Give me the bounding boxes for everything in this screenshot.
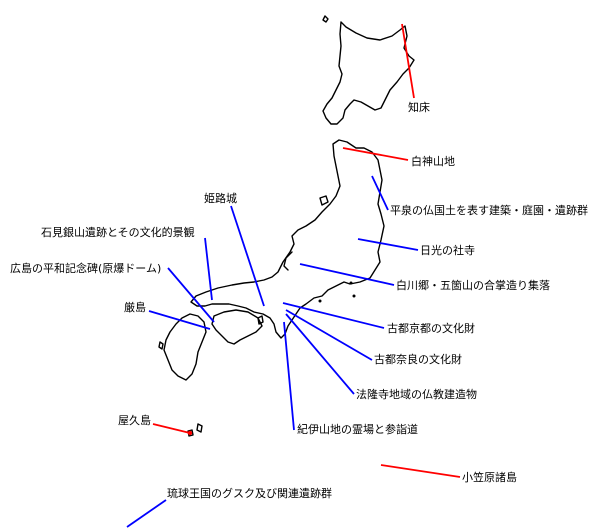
site-label-ryukyu: 琉球王国のグスク及び関連遺跡群 [167,486,332,500]
kyushu-coast [163,313,207,381]
site-label-hiraizumi: 平泉の仏国土を表す建築・庭園・遺跡群 [390,203,588,217]
site-label-shirakawago: 白川郷・五箇山の合掌造り集落 [396,278,550,292]
sado-island [319,195,329,206]
leader-line-kyoto [282,302,385,329]
leader-line-kii [283,321,295,431]
site-label-shirakami: 白神山地 [411,154,455,168]
leader-line-shiretoko [401,23,415,99]
tanegashima-island [196,423,203,433]
tsushima-island [158,341,164,350]
izu-islet-3 [318,299,322,303]
site-label-horyuji: 法隆寺地域の仏教建造物 [356,387,477,401]
leader-line-ryukyu [126,499,167,528]
site-label-kii: 紀伊山地の霊場と参詣道 [297,422,418,436]
leader-line-shirakawago [299,263,395,286]
site-label-iwami: 石見銀山遺跡とその文化的景観 [41,225,195,239]
leader-line-ogasawara [380,464,461,478]
site-label-shiretoko: 知床 [408,100,430,114]
site-label-itsukushima: 厳島 [124,300,146,314]
leader-line-nara [285,309,373,361]
awaji-island [257,315,264,325]
site-label-group: 知床白神山地平泉の仏国土を表す建築・庭園・遺跡群日光の社寺白川郷・五箇山の合掌造… [10,100,588,500]
site-label-ogasawara: 小笠原諸島 [462,470,517,484]
leader-line-hiraizumi [371,175,389,211]
noto-peninsula [283,251,293,271]
honshu-coast [190,139,385,339]
leader-line-itsukushima [148,310,211,330]
shikoku-coast [211,309,263,345]
izu-islet-1 [349,281,353,285]
site-label-yakushima: 屋久島 [118,413,151,427]
leader-line-group [126,23,461,528]
leader-line-shirakami [342,147,409,161]
rishiri-island [322,15,329,23]
leader-line-nikko [357,238,419,251]
site-label-nara: 古都奈良の文化財 [374,352,462,366]
leader-line-yakushima [152,423,191,434]
izu-islet-2 [352,294,356,298]
site-label-himeji: 姫路城 [204,191,237,205]
leader-line-himeji [230,205,265,307]
leader-line-iwami [204,237,213,301]
site-label-hiroshima: 広島の平和記念碑(原爆ドーム) [10,261,161,275]
site-label-kyoto: 古都京都の文化財 [387,321,475,335]
leader-line-horyuji [285,313,355,395]
leader-line-hiroshima [167,267,215,323]
coastline-group [158,15,415,437]
site-label-nikko: 日光の社寺 [420,243,475,257]
hokkaido-coast [322,21,415,125]
site-marker-yakushima [187,430,193,436]
